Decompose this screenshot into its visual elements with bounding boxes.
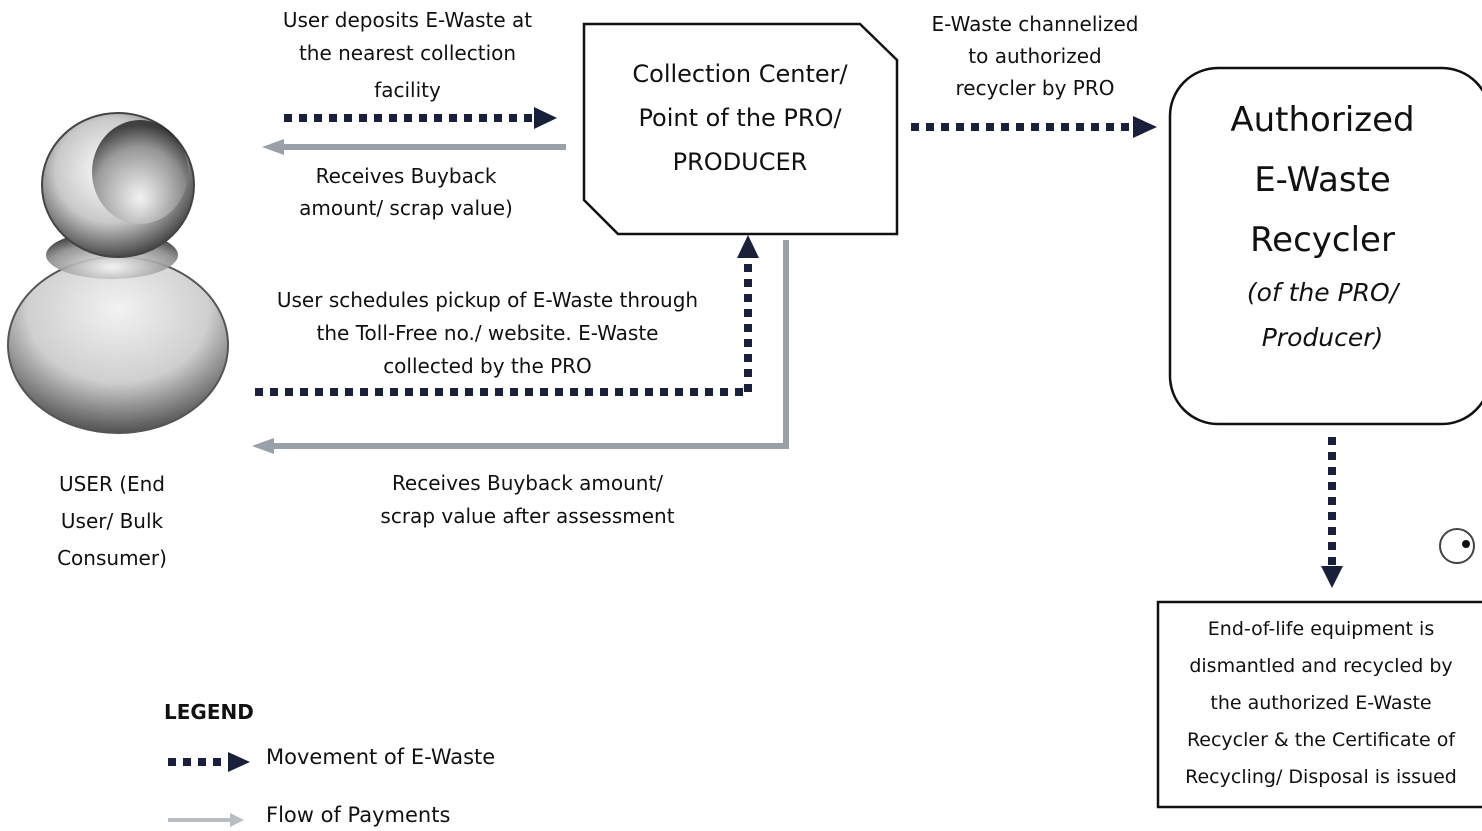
schedule-label-line: User schedules pickup of E-Waste through: [276, 288, 699, 312]
channelized-label-line: E-Waste channelized: [931, 12, 1139, 36]
deposit-label-line: User deposits E-Waste at: [282, 8, 533, 32]
payment-arrow-buyback-top: [262, 139, 566, 155]
channelized-label-line: recycler by PRO: [955, 76, 1115, 100]
recycler-title-line: E-Waste: [1254, 160, 1391, 200]
recycler-box: [1168, 66, 1482, 426]
user-figure-icon: [7, 112, 229, 434]
user-caption-line: Consumer): [57, 546, 167, 570]
channelized-label-line: to authorized: [968, 44, 1102, 68]
legend-payment-arrow-icon: [168, 813, 244, 827]
end-of-life-box: [1156, 600, 1482, 809]
schedule-label: User schedules pickup of E-Waste through…: [240, 284, 735, 383]
buyback-bottom-label: Receives Buyback amount/ scrap value aft…: [340, 467, 715, 533]
legend-title: LEGEND: [164, 700, 254, 724]
deposit-label-line: the nearest collection: [298, 41, 517, 65]
collection-center-line: PRODUCER: [672, 148, 808, 176]
deposit-label: User deposits E-Waste at the nearest col…: [255, 4, 560, 110]
end-of-life-line: dismantled and recycled by: [1189, 655, 1453, 677]
buyback-top-label-line: Receives Buyback: [315, 164, 497, 188]
payment-arrow-buyback-bottom: [252, 240, 789, 454]
recycler-title-line: Recycler: [1250, 220, 1395, 260]
end-of-life-line: the authorized E-Waste: [1210, 692, 1432, 714]
recycler-title-line: Authorized: [1230, 100, 1415, 140]
recycler-subtitle: (of the PRO/ Producer): [1175, 270, 1470, 360]
user-caption: USER (End User/ Bulk Consumer): [22, 466, 202, 577]
end-of-life-line: Recycler & the Certificate of: [1186, 729, 1456, 751]
channelized-label: E-Waste channelized to authorized recycl…: [905, 8, 1165, 104]
waste-arrow-channelized: [911, 116, 1157, 138]
schedule-label-line: collected by the PRO: [383, 354, 592, 378]
collection-center-line: Collection Center/: [632, 60, 848, 88]
waste-arrow-pickup: [255, 235, 759, 396]
legend-payment-label: Flow of Payments: [266, 803, 451, 827]
buyback-bottom-label-line: scrap value after assessment: [380, 504, 675, 528]
recycler-title: Authorized E-Waste Recycler: [1175, 90, 1470, 270]
user-caption-line: User/ Bulk: [60, 509, 164, 533]
buyback-bottom-label-line: Receives Buyback amount/: [391, 471, 664, 495]
deposit-label-line: facility: [374, 78, 441, 102]
buyback-top-label-line: amount/ scrap value): [299, 196, 513, 220]
collection-center-line: Point of the PRO/: [638, 104, 842, 132]
end-of-life-text: End-of-life equipment is dismantled and …: [1160, 611, 1482, 796]
end-of-life-line: End-of-life equipment is: [1207, 618, 1435, 640]
legend-waste-label: Movement of E-Waste: [266, 745, 496, 769]
collection-center-text: Collection Center/ Point of the PRO/ PRO…: [590, 52, 890, 184]
user-caption-line: USER (End: [58, 472, 166, 496]
end-of-life-line: Recycling/ Disposal is issued: [1185, 766, 1457, 788]
collection-center-box: [582, 22, 899, 236]
recycler-subtitle-line: Producer): [1261, 323, 1384, 352]
waste-arrow-recycling: [1321, 437, 1343, 588]
recycler-subtitle-line: (of the PRO/: [1246, 278, 1399, 307]
schedule-label-line: the Toll-Free no./ website. E-Waste: [316, 321, 659, 345]
legend-waste-arrow-icon: [168, 752, 250, 772]
waste-arrow-deposit: [284, 107, 557, 129]
circle-mark-icon: [1439, 528, 1475, 564]
buyback-top-label: Receives Buyback amount/ scrap value): [256, 160, 556, 224]
